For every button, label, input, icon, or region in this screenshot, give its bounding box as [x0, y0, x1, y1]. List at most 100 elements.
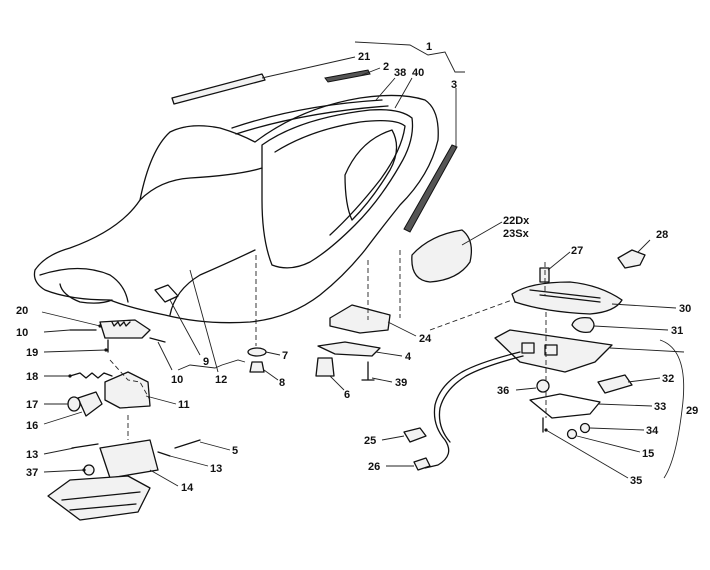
callout-38: 38	[394, 67, 406, 79]
callout-7: 7	[282, 350, 288, 362]
leader-10b	[157, 341, 173, 371]
leader-22	[461, 221, 503, 246]
callout-18: 18	[26, 371, 38, 383]
callout-19: 19	[26, 347, 38, 359]
lever-25	[403, 427, 427, 443]
bracket-14	[99, 439, 159, 479]
callout-6: 6	[344, 389, 350, 401]
leader-33	[597, 403, 653, 407]
callout-35: 35	[630, 475, 642, 487]
emblem-2	[324, 69, 371, 83]
leader-10a	[43, 329, 71, 333]
callout-26: 26	[368, 461, 380, 473]
leader-25	[381, 435, 405, 441]
callout-12: 12	[215, 374, 227, 386]
callout-33: 33	[654, 401, 666, 413]
leader-13a	[43, 447, 75, 455]
leader-36	[515, 387, 537, 391]
cable-assembly-b	[438, 355, 524, 443]
leader-2	[361, 67, 381, 76]
callout-30: 30	[679, 303, 691, 315]
callout-36: 36	[497, 385, 509, 397]
leader-dot	[98, 324, 102, 328]
callout-21: 21	[358, 51, 370, 63]
bracket-4	[317, 341, 381, 357]
leader-35	[545, 429, 629, 479]
leader-6	[329, 375, 345, 391]
callout-3: 3	[451, 79, 457, 91]
plate-24	[329, 304, 391, 334]
seat-nose-front	[59, 283, 113, 304]
tail-cowl	[261, 109, 414, 269]
group-29-bracket	[659, 339, 685, 479]
leader-13b	[169, 455, 209, 467]
leader-37	[43, 469, 85, 473]
group-1-bracket	[354, 41, 465, 73]
callout-39: 39	[395, 377, 407, 389]
leader-19	[43, 349, 107, 353]
leader-31	[593, 325, 669, 331]
knob-6	[315, 357, 335, 377]
leader-30	[611, 303, 677, 309]
callout-24: 24	[419, 333, 432, 345]
lever-11	[104, 371, 151, 409]
leader-dot	[82, 468, 86, 472]
leader-9	[169, 299, 201, 356]
holder-32	[597, 374, 633, 394]
callout-23: 23Sx	[503, 228, 530, 240]
leader-28	[637, 239, 651, 253]
strip-21	[171, 73, 266, 105]
callout-29: 29	[686, 405, 698, 417]
callout-32: 32	[662, 373, 674, 385]
bolt-39	[361, 361, 375, 381]
tail-light-30-ridges	[529, 289, 601, 303]
seat-cushion-edge	[139, 167, 263, 201]
side-strip-3	[403, 144, 458, 233]
leader-27	[547, 251, 571, 271]
latch-plate-20	[99, 319, 151, 339]
leader-38	[375, 77, 396, 101]
seat-body	[33, 94, 439, 324]
nut-34	[579, 422, 591, 434]
callout-14: 14	[181, 482, 194, 494]
leader-39	[371, 377, 393, 383]
latch-plate-20-teeth	[111, 321, 131, 327]
bushing-17	[67, 396, 81, 412]
bulb-31	[571, 317, 595, 333]
screw-13a	[71, 443, 99, 449]
cable-assembly	[424, 351, 521, 469]
leader-21	[261, 56, 356, 79]
align-line-left	[109, 359, 151, 440]
align-line-30	[429, 299, 513, 331]
trim-38	[231, 99, 383, 129]
callout-16: 16	[26, 420, 38, 432]
callout-37: 37	[26, 467, 38, 479]
callout-22: 22Dx	[503, 215, 530, 227]
callout-25: 25	[364, 435, 376, 447]
leader-5	[199, 441, 231, 451]
screw-13b	[157, 451, 171, 457]
callout-5: 5	[232, 445, 238, 457]
leader-dot	[544, 428, 548, 432]
base-plate-detail	[61, 491, 141, 511]
leader-32	[627, 377, 661, 383]
leader-7	[265, 351, 281, 356]
group-12-bracket	[177, 359, 246, 371]
callout-13a: 13	[26, 449, 38, 461]
screw-10b	[149, 337, 166, 343]
end-fitting-26	[413, 457, 431, 471]
callout-31: 31	[671, 325, 683, 337]
callout-11: 11	[178, 399, 190, 411]
callout-28: 28	[656, 229, 668, 241]
tray-29-boss-b	[544, 344, 558, 356]
leader-dot	[104, 348, 108, 352]
seat-cushion-front	[39, 267, 129, 303]
tail-cowl-inner	[274, 120, 406, 236]
nut-8	[249, 361, 265, 373]
callout-17: 17	[26, 399, 38, 411]
leader-34	[589, 427, 645, 431]
trim-40	[235, 105, 389, 135]
callout-20: 20	[16, 305, 28, 317]
spring-18	[69, 372, 113, 379]
leader-16	[43, 411, 83, 425]
